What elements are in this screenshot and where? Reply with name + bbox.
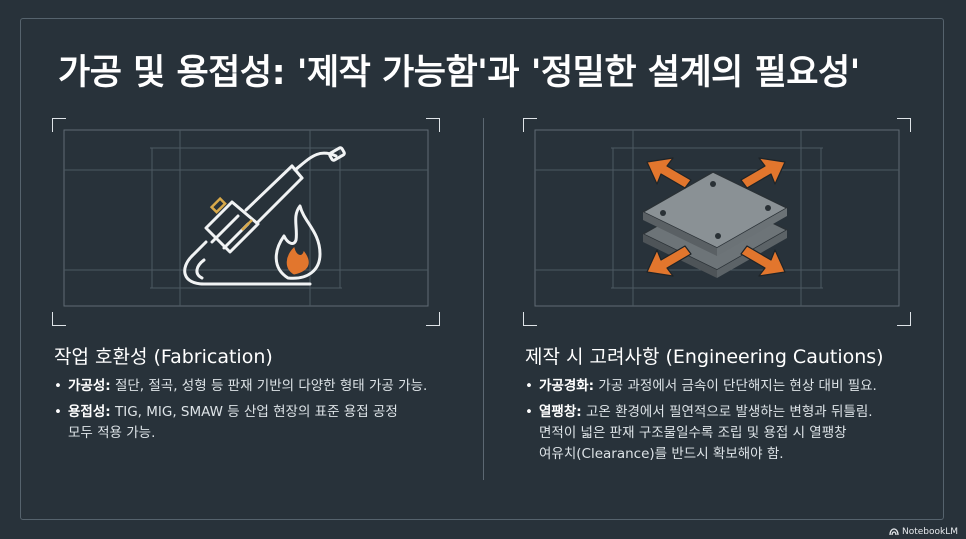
flame-icon (274, 204, 322, 280)
notebooklm-logo-icon (889, 528, 899, 536)
column-divider (483, 118, 484, 480)
welding-torch-icon (183, 146, 346, 286)
brand-watermark: NotebookLM (889, 527, 958, 537)
fabrication-illustration-panel (52, 118, 440, 326)
thermal-expansion-illustration-panel (523, 118, 911, 326)
engineering-cautions-heading: 제작 시 고려사항 (Engineering Cautions) (525, 346, 884, 368)
list-item: 열팽창: 고온 환경에서 필연적으로 발생하는 변형과 뒤틀림.면적이 넓은 판… (525, 402, 945, 465)
fabrication-bullet-list: 가공성: 절단, 절곡, 성형 등 판재 기반의 다양한 형태 가공 가능. 용… (54, 376, 474, 449)
slide-frame (20, 18, 944, 520)
list-item: 용접성: TIG, MIG, SMAW 등 산업 현장의 표준 용접 공정모두 … (54, 402, 474, 444)
fabrication-heading: 작업 호환성 (Fabrication) (54, 346, 273, 368)
list-item: 가공경화: 가공 과정에서 금속이 단단해지는 현상 대비 필요. (525, 376, 945, 397)
engineering-cautions-bullet-list: 가공경화: 가공 과정에서 금속이 단단해지는 현상 대비 필요. 열팽창: 고… (525, 376, 945, 470)
expanding-plates-icon (641, 157, 789, 278)
list-item: 가공성: 절단, 절곡, 성형 등 판재 기반의 다양한 형태 가공 가능. (54, 376, 474, 397)
slide-title: 가공 및 용접성: '제작 가능함'과 '정밀한 설계의 필요성' (58, 53, 860, 93)
